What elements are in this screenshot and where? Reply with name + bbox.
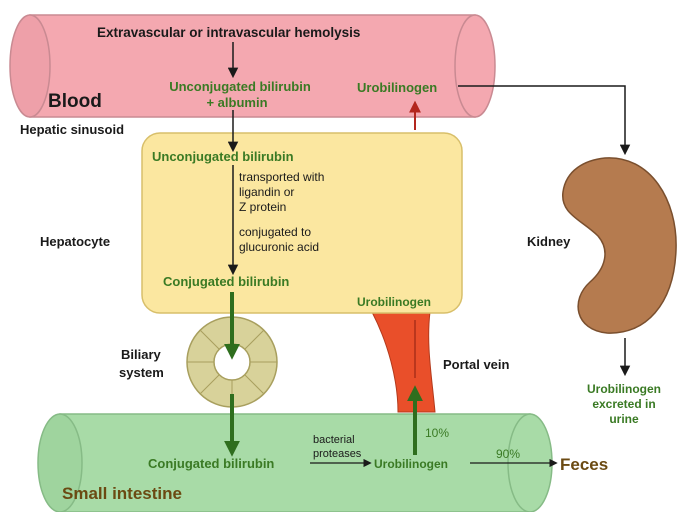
urine-label-2: excreted in xyxy=(592,397,655,411)
unconjugated-albumin-label-1: Unconjugated bilirubin xyxy=(169,79,311,94)
hemolysis-label: Extravascular or intravascular hemolysis xyxy=(97,25,360,40)
hepatic-sinusoid-label: Hepatic sinusoid xyxy=(20,122,124,137)
unconjugated-albumin-label-2: + albumin xyxy=(206,95,267,110)
portal-vein-label: Portal vein xyxy=(443,357,510,372)
small-intestine-label: Small intestine xyxy=(62,484,182,503)
urine-label-1: Urobilinogen xyxy=(587,382,661,396)
unconjugated-hepatocyte-label: Unconjugated bilirubin xyxy=(152,149,294,164)
kidney-shape xyxy=(563,158,676,333)
conjugated-hepatocyte-label: Conjugated bilirubin xyxy=(163,274,289,289)
transported-label-2: ligandin or xyxy=(239,185,294,199)
blood-label: Blood xyxy=(48,91,102,112)
biliary-label-1: Biliary xyxy=(121,347,162,362)
urobilinogen-blood-label: Urobilinogen xyxy=(357,80,437,95)
transported-label-3: Z protein xyxy=(239,200,286,214)
bacterial-label-1: bacterial xyxy=(313,434,355,446)
urine-label-3: urine xyxy=(609,412,639,426)
portal-percent-label: 10% xyxy=(425,426,449,440)
feces-label: Feces xyxy=(560,455,608,474)
urobilinogen-hepatocyte-label: Urobilinogen xyxy=(357,295,431,309)
feces-percent-label: 90% xyxy=(496,447,520,461)
urobilinogen-intestine-label: Urobilinogen xyxy=(374,457,448,471)
biliary-label-2: system xyxy=(119,365,164,380)
hepatocyte-label: Hepatocyte xyxy=(40,234,110,249)
conjugated-to-label-1: conjugated to xyxy=(239,225,311,239)
transported-label-1: transported with xyxy=(239,170,324,184)
conjugated-to-label-2: glucuronic acid xyxy=(239,240,319,254)
kidney-label: Kidney xyxy=(527,234,571,249)
bacterial-label-2: proteases xyxy=(313,448,362,460)
portal-vein xyxy=(372,312,435,412)
conjugated-intestine-label: Conjugated bilirubin xyxy=(148,456,274,471)
